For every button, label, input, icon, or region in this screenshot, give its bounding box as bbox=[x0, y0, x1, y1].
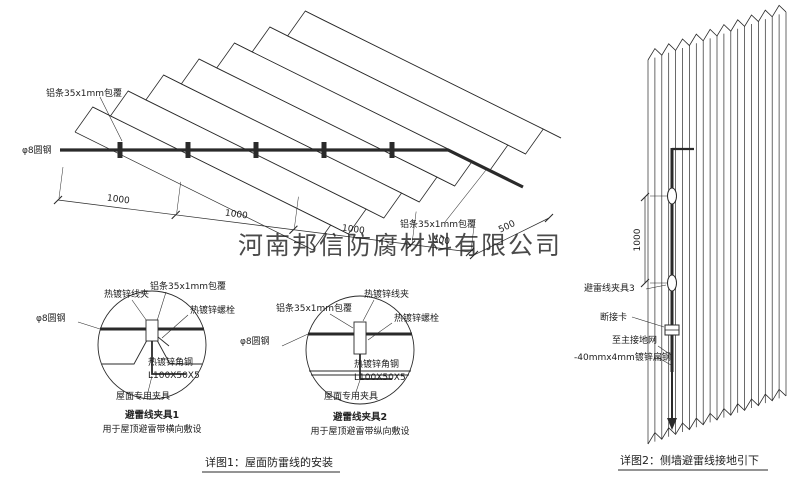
roof-strip-label-right: 铝条35x1mm包覆 bbox=[400, 218, 476, 230]
line-stroke bbox=[294, 196, 299, 228]
line-stroke bbox=[322, 19, 562, 139]
line-stroke bbox=[469, 250, 479, 260]
line-stroke bbox=[411, 211, 417, 243]
line-stroke bbox=[58, 166, 64, 199]
line-stroke bbox=[640, 278, 650, 288]
line-stroke bbox=[444, 169, 487, 223]
wall-flat-steel-label: -40mmx4mm镀锌扁钢 bbox=[574, 351, 671, 363]
line-stroke bbox=[161, 314, 189, 339]
line-stroke bbox=[147, 375, 153, 393]
detail2-rod-label: φ8圆钢 bbox=[240, 335, 270, 347]
roof-strip-label-top: 铝条35x1mm包覆 bbox=[46, 87, 122, 99]
wall-elevation-view bbox=[640, 4, 787, 445]
polyline-stroke bbox=[74, 10, 324, 133]
line-stroke bbox=[465, 247, 475, 257]
detail1-fixture-label: 屋面专用夹具 bbox=[116, 390, 170, 402]
caption-detail2: 详图2：侧墙避雷线接地引下 bbox=[620, 453, 759, 467]
line-stroke bbox=[645, 284, 667, 290]
detail2-angle-spec-label: L100X50X5 bbox=[354, 373, 406, 383]
line-stroke bbox=[631, 316, 665, 328]
detail2-title: 避雷线夹具2 bbox=[333, 411, 387, 423]
detail2-drawing bbox=[305, 295, 415, 405]
line-stroke bbox=[99, 96, 123, 142]
line-stroke bbox=[110, 115, 349, 235]
polyline-stroke bbox=[647, 4, 787, 61]
roof-rod-label: φ8圆钢 bbox=[22, 144, 52, 156]
detail1-circle bbox=[97, 290, 207, 400]
detail1-angle-steel bbox=[151, 341, 186, 375]
roof-dim-4: 500 bbox=[432, 235, 451, 247]
detail1-clamp-label: 热镀锌线夹 bbox=[104, 288, 149, 300]
line-stroke bbox=[367, 322, 393, 341]
polyline-stroke bbox=[60, 148, 524, 189]
leader-lines bbox=[77, 96, 768, 473]
line-stroke bbox=[57, 199, 471, 253]
roof-wire-clamp bbox=[117, 142, 123, 158]
line-stroke bbox=[53, 195, 63, 205]
line-stroke bbox=[145, 99, 385, 219]
polyline-stroke bbox=[647, 388, 787, 445]
roof-wire-clamp bbox=[389, 142, 395, 158]
line-stroke bbox=[176, 181, 181, 213]
line-stroke bbox=[544, 213, 554, 223]
line-stroke bbox=[406, 240, 416, 249]
detail2-bolt-label: 热镀锌螺栓 bbox=[394, 312, 439, 324]
line-stroke bbox=[216, 67, 455, 187]
roof-wire-clamp bbox=[321, 142, 327, 158]
wall-to-grid-label: 至主接地网 bbox=[612, 334, 657, 346]
line-stroke bbox=[362, 299, 375, 322]
line-stroke bbox=[470, 218, 476, 251]
detail2-angle-label: 热镀锌角钢 bbox=[354, 358, 399, 370]
detail2-fixture-label: 屋面专用夹具 bbox=[324, 390, 378, 402]
line-stroke bbox=[281, 333, 309, 347]
detail1-angle-spec-label: L100X50X5 bbox=[148, 371, 200, 381]
line-stroke bbox=[287, 35, 526, 155]
roof-dim-3: 1000 bbox=[341, 224, 365, 237]
line-stroke bbox=[181, 83, 420, 203]
detail1-drawing bbox=[97, 290, 207, 400]
line-stroke bbox=[171, 210, 181, 220]
wall-wire-clamp bbox=[667, 187, 677, 205]
detail2-clamp-label: 热镀锌线夹 bbox=[364, 288, 409, 300]
detail1-title: 避雷线夹具1 bbox=[125, 409, 179, 421]
detail2-circle bbox=[305, 295, 415, 405]
detail1-bolt bbox=[157, 336, 170, 347]
line-stroke bbox=[329, 313, 354, 329]
ground-arrow bbox=[667, 418, 677, 430]
caption-detail1: 详图1：屋面防雷线的安装 bbox=[205, 455, 333, 469]
detail2-angle-steel bbox=[359, 354, 392, 380]
roof-dim-1: 1000 bbox=[106, 194, 130, 207]
line-stroke bbox=[640, 192, 650, 202]
line-stroke bbox=[656, 356, 672, 366]
wall-wire-clamp bbox=[667, 274, 677, 292]
wall-clamp3-label: 避雷线夹具3 bbox=[584, 282, 635, 294]
roof-isometric-view bbox=[53, 10, 562, 260]
detail1-bolt-label: 热镀锌螺栓 bbox=[190, 304, 235, 316]
detail1-rod-label: φ8圆钢 bbox=[36, 312, 66, 324]
detail2-clamp bbox=[353, 321, 367, 355]
line-stroke bbox=[289, 225, 298, 235]
wall-dim: 1000 bbox=[633, 228, 643, 251]
line-stroke bbox=[473, 217, 550, 256]
wall-disconnect-label: 断接卡 bbox=[600, 311, 627, 323]
detail2-strip-label: 铝条35x1mm包覆 bbox=[276, 302, 352, 314]
detail2-subtitle: 用于屋顶避雷带纵向敷设 bbox=[310, 425, 409, 437]
watermark-text: 河南邦信防腐材料有限公司 bbox=[238, 231, 562, 260]
line-stroke bbox=[657, 345, 672, 356]
detail1-strip-label: 铝条35x1mm包覆 bbox=[150, 280, 226, 292]
detail1-angle-label: 热镀锌角钢 bbox=[148, 356, 193, 368]
roof-wire-clamp bbox=[253, 142, 259, 158]
line-stroke bbox=[77, 321, 101, 330]
detail1-clamp bbox=[145, 319, 159, 342]
detail1-subtitle: 用于屋顶避雷带横向敷设 bbox=[102, 423, 201, 435]
line-stroke bbox=[355, 379, 361, 393]
line-stroke bbox=[74, 131, 314, 251]
roof-wire-clamp bbox=[185, 142, 191, 158]
roof-dim-2: 1000 bbox=[224, 209, 248, 222]
line-stroke bbox=[156, 291, 167, 322]
